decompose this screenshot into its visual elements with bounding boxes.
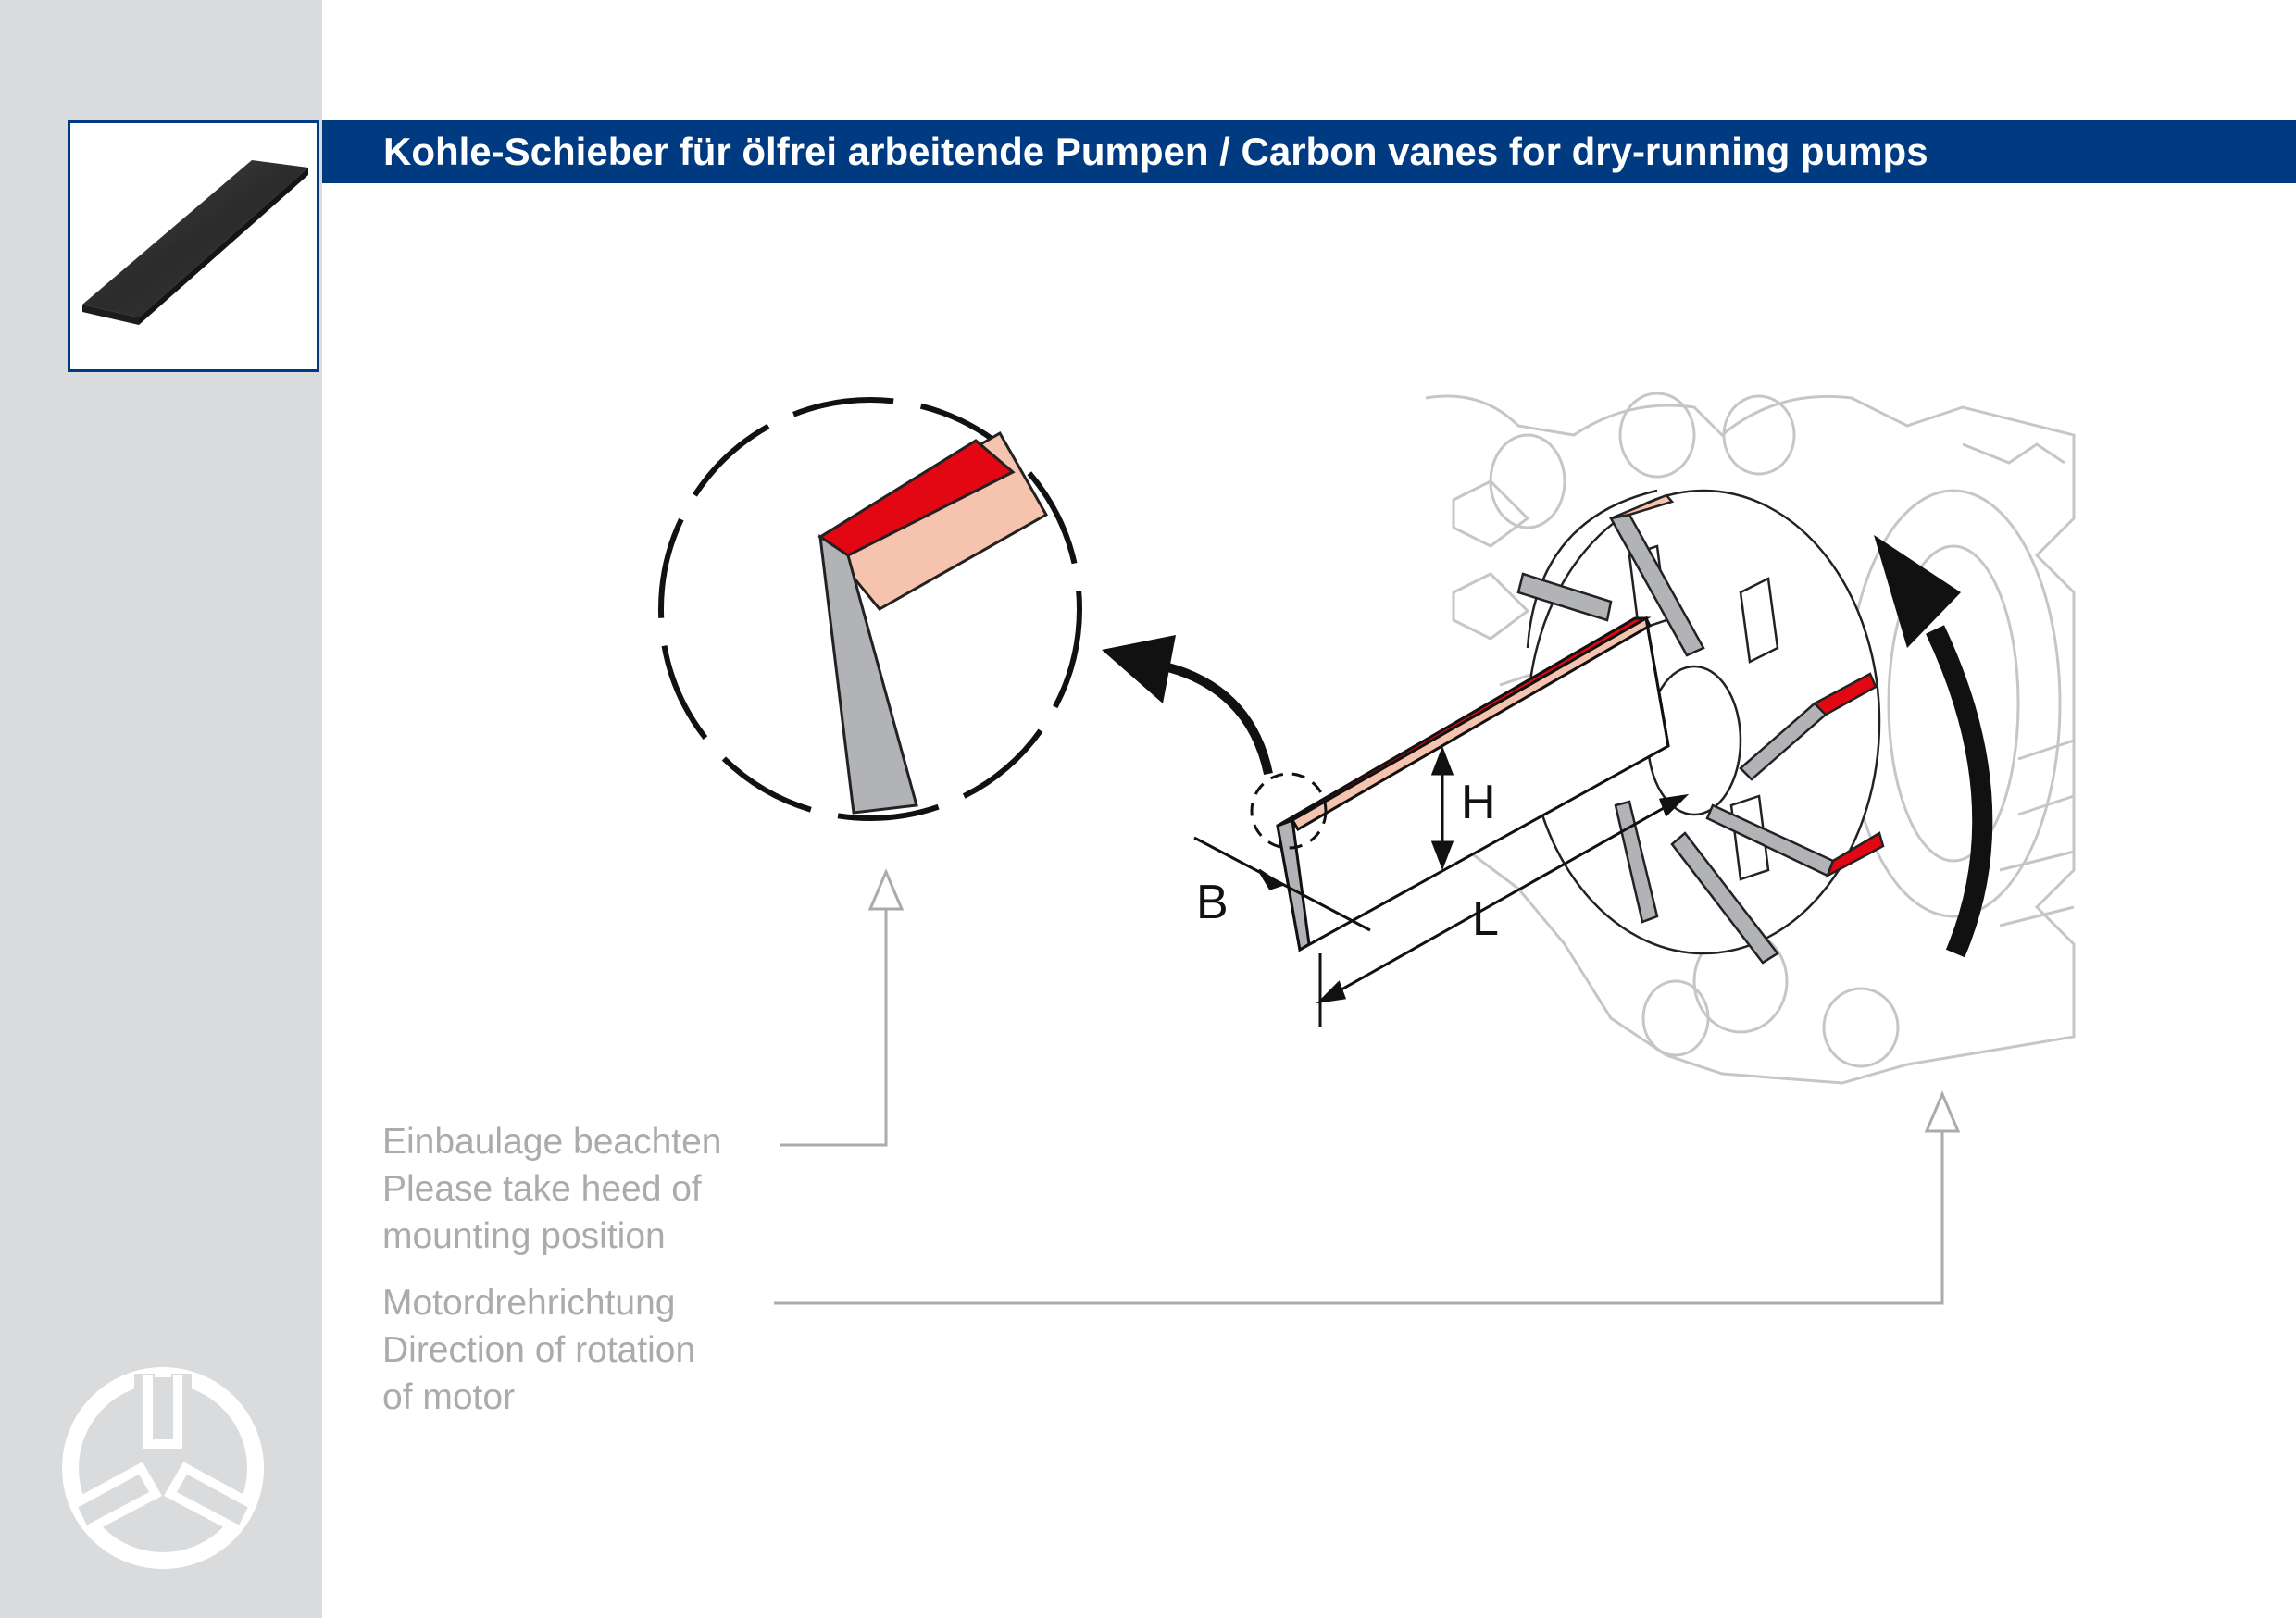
- mounting-note-line-3: mounting position: [382, 1216, 666, 1256]
- dimension-lines: [1193, 745, 1690, 1027]
- detail-arrow-icon: [1102, 635, 1273, 776]
- curved-arrow-icon: [1874, 535, 1993, 958]
- vane-diagram: H B L: [658, 392, 2076, 1305]
- mounting-note-line-2: Please take heed of: [382, 1169, 702, 1209]
- dimension-width-label: B: [1196, 876, 1229, 929]
- page-title: Kohle-Schieber für ölfrei arbeitende Pum…: [383, 130, 1928, 173]
- callout-lines: [774, 868, 1961, 1305]
- detail-magnifier: [658, 397, 1082, 821]
- mounting-position-note: Einbaulage beachten Please take heed of …: [382, 1118, 721, 1260]
- dimension-length-label: L: [1472, 892, 1499, 946]
- rotor-vanes: [1516, 493, 1885, 965]
- mounting-note-line-1: Einbaulage beachten: [382, 1122, 722, 1162]
- rotor: [1526, 489, 1881, 955]
- rotation-note-line-2: Direction of rotation: [382, 1330, 696, 1370]
- extracted-vane: [1276, 616, 1670, 952]
- rotation-note-line-3: of motor: [382, 1377, 516, 1417]
- carbon-vane-photo-icon: [82, 160, 308, 325]
- dimension-height-label: H: [1461, 776, 1496, 829]
- detail-marker-circle: [1250, 772, 1328, 850]
- company-logo-icon: [62, 1367, 264, 1569]
- product-thumbnail: [68, 120, 319, 372]
- rotation-direction-note: Motordrehrichtung Direction of rotation …: [382, 1279, 695, 1421]
- rotation-note-line-1: Motordrehrichtung: [382, 1283, 676, 1323]
- title-bar: Kohle-Schieber für ölfrei arbeitende Pum…: [322, 120, 2296, 183]
